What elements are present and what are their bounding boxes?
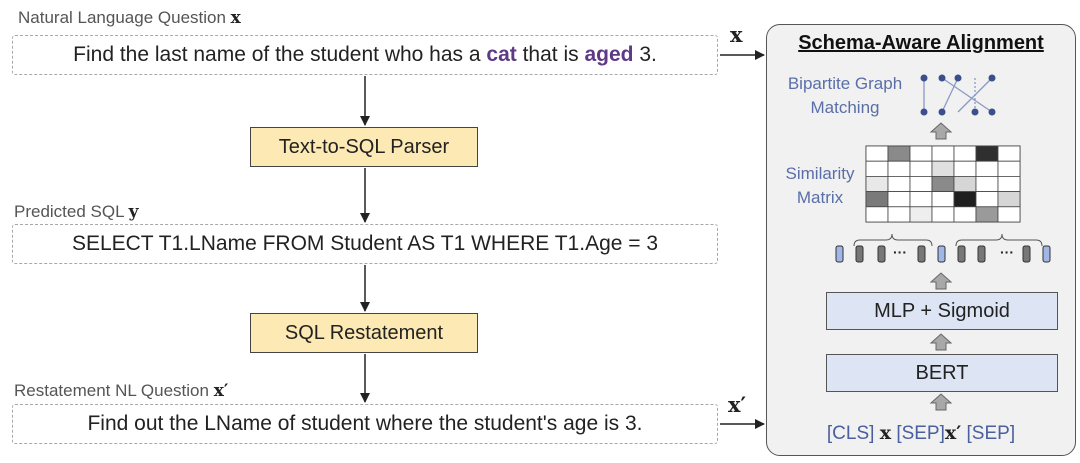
matrix-cell <box>909 206 933 223</box>
arrow-label-x: x <box>730 22 743 47</box>
matrix-cell <box>975 160 999 177</box>
question-highlight-cat: cat <box>486 43 517 66</box>
up-arrow-tokens-to-bert <box>929 393 953 411</box>
up-arrow-matrix-to-graph <box>929 122 953 140</box>
matrix-cell <box>887 206 911 223</box>
var-x-prime: x′ <box>213 381 229 401</box>
embedding-vector <box>1022 245 1031 263</box>
matrix-cell <box>909 175 933 192</box>
bipartite-label: Bipartite Graph Matching <box>787 74 903 117</box>
ellipsis-1: ··· <box>893 244 907 260</box>
embedding-vector <box>937 245 946 263</box>
matrix-cell <box>931 145 955 162</box>
mlp-sigmoid-box: MLP + Sigmoid <box>826 292 1058 330</box>
panel-title: Schema-Aware Alignment <box>798 32 1044 54</box>
matrix-cell <box>931 191 955 208</box>
matrix-cell <box>865 206 889 223</box>
restated-question-box: Find out the LName of student where the … <box>12 404 718 444</box>
up-arrow-mlp-to-vectors <box>929 272 953 290</box>
matrix-cell <box>997 206 1021 223</box>
similarity-matrix-cells <box>865 145 1021 223</box>
question-text-1: Find the last name of the student who ha… <box>73 43 487 66</box>
parser-label: Text-to-SQL Parser <box>278 135 450 158</box>
matrix-cell <box>909 191 933 208</box>
token-x: x <box>879 422 892 444</box>
matrix-cell <box>865 191 889 208</box>
embedding-vector <box>977 245 986 263</box>
bert-box: BERT <box>826 354 1058 392</box>
matrix-cell <box>887 160 911 177</box>
matrix-cell <box>953 206 977 223</box>
matrix-cell <box>887 191 911 208</box>
restated-question-text: Find out the LName of student where the … <box>87 412 643 435</box>
input-tokens: [CLS] x [SEP]x′ [SEP] <box>766 422 1076 445</box>
bracket-x-prime <box>955 233 1043 247</box>
predicted-sql-box: SELECT T1.LName FROM Student AS T1 WHERE… <box>12 224 718 264</box>
bipartite-graph <box>920 74 996 116</box>
embedding-vector <box>957 245 966 263</box>
token-sep-2: [SEP] <box>966 423 1016 444</box>
var-x: x <box>230 8 241 28</box>
matrix-cell <box>953 160 977 177</box>
token-cls: [CLS] <box>826 423 875 444</box>
embedding-vector <box>1042 245 1051 263</box>
restatement-label: SQL Restatement <box>284 321 444 344</box>
matrix-cell <box>865 145 889 162</box>
nl-question-caption: Natural Language Question x <box>18 8 241 28</box>
restatement-caption: Restatement NL Question x′ <box>14 381 229 401</box>
matrix-cell <box>887 175 911 192</box>
matrix-cell <box>887 145 911 162</box>
token-x-prime: x′ <box>944 422 962 444</box>
embedding-vector <box>917 245 926 263</box>
matrix-cell <box>953 145 977 162</box>
matrix-cell <box>975 145 999 162</box>
matrix-cell <box>975 175 999 192</box>
nl-question-box: Find the last name of the student who ha… <box>12 35 718 75</box>
ellipsis-2: ··· <box>1000 244 1014 260</box>
var-y: y <box>128 202 139 222</box>
question-highlight-aged: aged <box>584 43 634 66</box>
similarity-label: Similarity Matrix <box>785 164 855 207</box>
matrix-cell <box>909 160 933 177</box>
question-text-3: 3. <box>633 43 657 66</box>
matrix-cell <box>909 145 933 162</box>
matrix-cell <box>975 191 999 208</box>
matrix-cell <box>865 160 889 177</box>
matrix-cell <box>953 191 977 208</box>
predicted-sql-caption: Predicted SQL y <box>14 202 139 222</box>
matrix-cell <box>865 175 889 192</box>
embedding-vector <box>877 245 886 263</box>
matrix-cell <box>997 145 1021 162</box>
matrix-cell <box>997 175 1021 192</box>
matrix-cell <box>931 160 955 177</box>
matrix-cell <box>931 206 955 223</box>
embedding-vector <box>855 245 864 263</box>
matrix-cell <box>975 206 999 223</box>
bracket-x <box>853 233 933 247</box>
embedding-vector <box>835 245 844 263</box>
embedding-vectors <box>835 245 1051 263</box>
text-to-sql-parser-box: Text-to-SQL Parser <box>250 127 478 167</box>
arrow-label-x-prime: x′ <box>728 392 747 417</box>
matrix-cell <box>931 175 955 192</box>
up-arrow-bert-to-mlp <box>929 333 953 351</box>
matrix-cell <box>997 160 1021 177</box>
sql-restatement-box: SQL Restatement <box>250 313 478 353</box>
token-sep-1: [SEP] <box>896 423 945 444</box>
matrix-cell <box>997 191 1021 208</box>
question-text-2: that is <box>516 43 585 66</box>
sql-text: SELECT T1.LName FROM Student AS T1 WHERE… <box>71 232 659 255</box>
matrix-cell <box>953 175 977 192</box>
